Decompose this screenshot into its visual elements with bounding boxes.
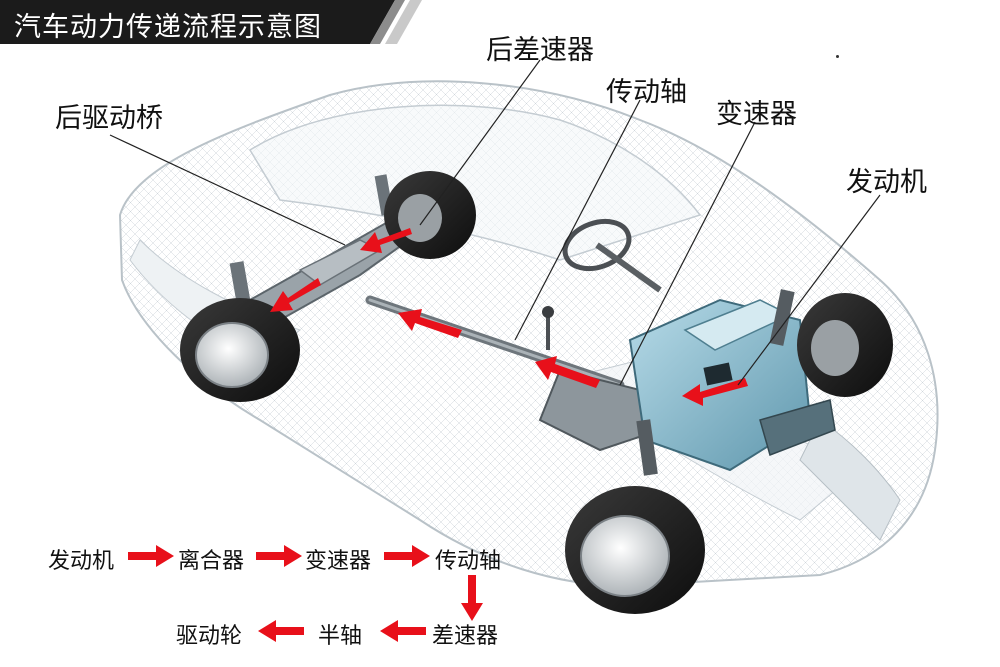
- flow-arrow-gearbox: [535, 356, 600, 388]
- flow-step-drive-shaft: 传动轴: [435, 549, 502, 574]
- flow-arrow-down-icon: [461, 575, 483, 621]
- callout-gearbox: 变速器: [716, 99, 797, 130]
- flow-arrow-left-icon: [258, 620, 304, 642]
- title-bar-bg: [0, 0, 422, 44]
- wheel-front-left: [565, 486, 705, 614]
- wheel-rear-left: [180, 298, 300, 402]
- flow-step-clutch: 离合器: [178, 549, 245, 574]
- flow-step-differential: 差速器: [432, 624, 499, 649]
- flow-arrow-diff: [360, 228, 412, 253]
- flow-step-gearbox: 变速器: [305, 549, 372, 574]
- flow-arrow-left-icon: [380, 620, 426, 642]
- flow-arrow-right-icon: [256, 545, 302, 567]
- callout-engine: 发动机: [846, 167, 927, 198]
- callout-drive-shaft: 传动轴: [606, 77, 687, 108]
- wheel-front-right: [797, 293, 893, 397]
- stray-dot: [836, 55, 839, 58]
- page-title: 汽车动力传递流程示意图: [14, 12, 322, 43]
- flow-arrow-axle: [270, 278, 321, 312]
- flow-arrow-driveshaft: [398, 309, 462, 338]
- callout-rear-diff: 后差速器: [486, 35, 594, 66]
- leader-lines: [109, 59, 881, 386]
- flow-step-half-shaft: 半轴: [318, 624, 363, 649]
- steering-wheel: [562, 218, 662, 293]
- wheel-rear-right: [384, 171, 476, 259]
- flow-arrow-right-icon: [128, 545, 174, 567]
- callout-rear-axle: 后驱动桥: [55, 103, 163, 134]
- flow-arrow-right-icon: [384, 545, 430, 567]
- front-strut: [636, 289, 795, 476]
- engine-block: [628, 298, 836, 472]
- flow-arrow-engine: [682, 378, 748, 406]
- flow-step-drive-wheel: 驱动轮: [176, 624, 243, 649]
- power-flow-arrows: [270, 228, 748, 406]
- flow-step-engine: 发动机: [48, 549, 115, 574]
- gearbox: [538, 306, 662, 452]
